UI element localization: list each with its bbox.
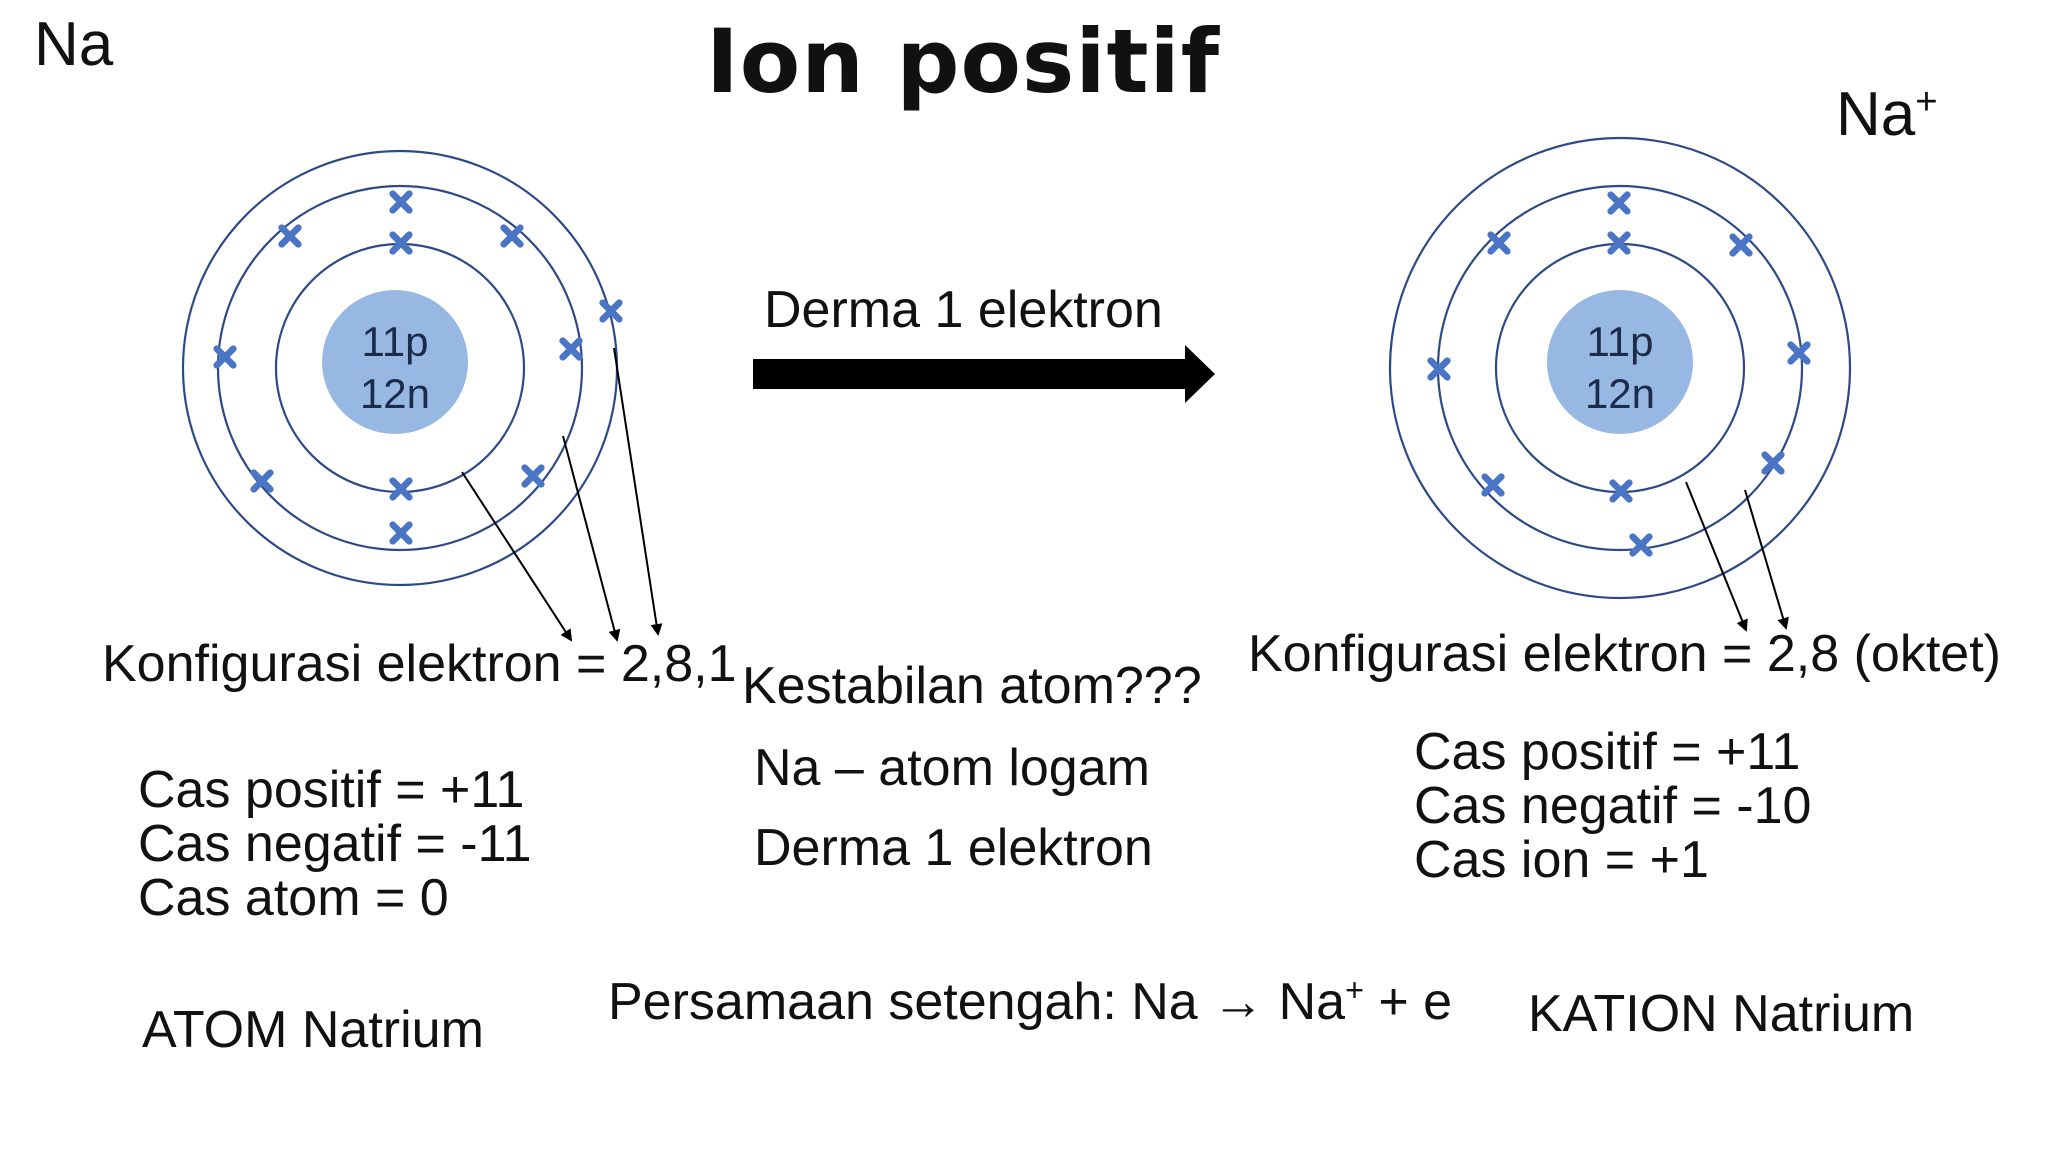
charge-line: Cas positif = +11	[138, 761, 525, 819]
electron-icon	[393, 481, 410, 498]
proton-count: 11p	[1587, 318, 1654, 365]
charge-list-na-plus: Cas positif = +11 Cas negatif = -10 Cas …	[1414, 726, 1811, 888]
electron-icon	[1733, 237, 1750, 254]
nucleus	[322, 290, 468, 434]
electron-icon	[504, 228, 521, 245]
charge-line: Cas atom = 0	[138, 869, 449, 927]
electron-icon	[1765, 455, 1782, 472]
electron-icon	[393, 525, 410, 542]
shell-3	[1388, 136, 1852, 600]
pointer-arrow	[1685, 481, 1748, 632]
pointer-arrow	[562, 435, 621, 642]
electron-icon	[525, 468, 542, 485]
neutron-count: 12n	[360, 370, 430, 417]
atom-na: 11p 12n	[181, 149, 663, 642]
electron-icon	[1491, 235, 1508, 252]
electron-icon	[1485, 477, 1502, 494]
caption-atom-na: ATOM Natrium	[142, 1001, 484, 1059]
electron-configuration-na: Konfigurasi elektron = 2,8,1	[102, 635, 737, 693]
charge-line: Cas negatif = -10	[1414, 777, 1812, 835]
reaction-arrow-label: Derma 1 elektron	[764, 281, 1163, 339]
pointer-arrow	[1744, 489, 1789, 630]
half-equation: Persamaan setengah: Na → Na+ + e	[608, 972, 1453, 1031]
note-metal-atom: Na – atom logam	[754, 739, 1150, 797]
proton-count: 11p	[362, 318, 429, 365]
ion-na-plus: 11p 12n	[1388, 136, 1852, 632]
pointer-arrow	[613, 347, 663, 636]
electron-configuration-na-plus: Konfigurasi elektron = 2,8 (oktet)	[1248, 625, 2001, 683]
note-stability: Kestabilan atom???	[742, 657, 1202, 715]
reaction-arrow-icon	[753, 345, 1215, 403]
neutron-count: 12n	[1585, 370, 1655, 417]
ion-charge-superscript: +	[1915, 79, 1938, 123]
equation-arrow-icon: →	[1212, 973, 1265, 1031]
electron-icon	[563, 341, 580, 358]
pointer-arrow	[461, 471, 573, 642]
electron-icon	[1611, 195, 1628, 212]
charge-line: Cas ion = +1	[1414, 831, 1709, 889]
charge-line: Cas negatif = -11	[138, 815, 532, 873]
caption-cation-na: KATION Natrium	[1528, 985, 1915, 1043]
charge-line: Cas positif = +11	[1414, 723, 1801, 781]
ion-symbol-right: Na+	[1836, 79, 1938, 149]
nucleus	[1547, 290, 1693, 434]
electron-icon	[1791, 345, 1808, 362]
electron-icon	[1633, 537, 1650, 554]
charge-list-na: Cas positif = +11 Cas negatif = -11 Cas …	[138, 764, 532, 926]
page-title: Ion positif	[706, 10, 1220, 113]
electron-icon	[282, 228, 299, 245]
note-donate-electron: Derma 1 elektron	[754, 819, 1153, 877]
atom-symbol-left: Na	[34, 10, 114, 79]
electron-icon	[393, 194, 410, 211]
